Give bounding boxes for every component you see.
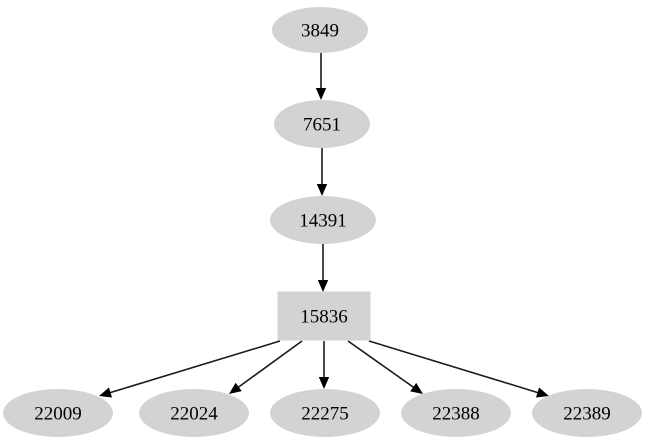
- edge: [316, 148, 328, 196]
- edge-arrowhead: [229, 382, 242, 394]
- edge-line: [236, 340, 303, 389]
- edge-arrowhead: [315, 88, 327, 100]
- edge: [99, 340, 281, 398]
- edge-arrowhead: [317, 280, 329, 292]
- node-ellipse[interactable]: [272, 7, 368, 53]
- node-ellipse[interactable]: [532, 389, 642, 437]
- graph-node-3849[interactable]: 3849: [272, 7, 368, 53]
- edge: [229, 340, 303, 394]
- graph-node-14391[interactable]: 14391: [270, 196, 376, 244]
- node-ellipse[interactable]: [3, 389, 113, 437]
- edge-line: [347, 340, 416, 389]
- edge-arrowhead: [318, 377, 330, 389]
- edge-arrowhead: [410, 382, 423, 394]
- node-ellipse[interactable]: [270, 389, 380, 437]
- node-ellipse[interactable]: [270, 196, 376, 244]
- node-rect[interactable]: [277, 291, 371, 341]
- edge: [347, 340, 423, 394]
- edges-group: [99, 53, 549, 398]
- edge: [317, 244, 329, 292]
- edge-arrowhead: [99, 387, 112, 398]
- edge: [368, 340, 549, 398]
- edge: [318, 341, 330, 389]
- graph-node-22009[interactable]: 22009: [3, 389, 113, 437]
- edge-line: [368, 340, 540, 394]
- graph-node-22389[interactable]: 22389: [532, 389, 642, 437]
- node-ellipse[interactable]: [274, 100, 370, 148]
- nodes-group: 3849 7651 14391 15836 22009 22024 22275 22388 22…: [3, 7, 642, 437]
- node-ellipse[interactable]: [401, 389, 511, 437]
- edge-arrowhead: [536, 387, 549, 398]
- edge-arrowhead: [316, 184, 328, 196]
- edge: [315, 53, 327, 100]
- edge-line: [108, 340, 281, 394]
- node-ellipse[interactable]: [139, 389, 249, 437]
- graph-node-22024[interactable]: 22024: [139, 389, 249, 437]
- graph-node-22388[interactable]: 22388: [401, 389, 511, 437]
- graph-node-7651[interactable]: 7651: [274, 100, 370, 148]
- graph-node-22275[interactable]: 22275: [270, 389, 380, 437]
- graph-node-15836[interactable]: 15836: [277, 291, 371, 341]
